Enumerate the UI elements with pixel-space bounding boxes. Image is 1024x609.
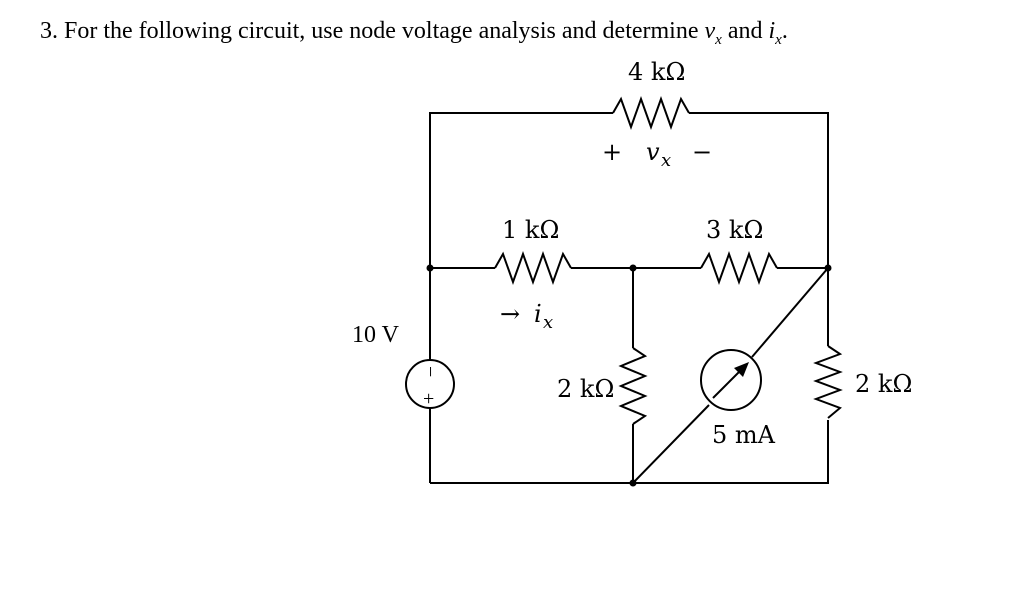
label-3k: 3 kΩ [706, 216, 763, 244]
junction-right [824, 264, 832, 272]
question-var-i: i [768, 18, 776, 44]
label-ix-sub: x [543, 312, 553, 333]
label-1k: 1 kΩ [502, 216, 559, 244]
wire-top-right [689, 112, 829, 268]
label-vs-plus: + [423, 388, 434, 410]
junction-left [426, 264, 434, 272]
resistor-2k-right [813, 345, 843, 419]
label-2k-middle: 2 kΩ [557, 375, 614, 403]
wire-bottom [430, 420, 829, 484]
question-prefix: 3. For the following circuit, use node v… [40, 18, 705, 44]
resistor-1k [494, 251, 572, 285]
problem-statement: 3. For the following circuit, use node v… [40, 18, 788, 49]
wire-diagonal-upper [751, 267, 829, 358]
junction-center-bottom [629, 479, 637, 487]
label-4k: 4 kΩ [628, 58, 685, 86]
current-source-arrow [712, 368, 743, 399]
current-source [700, 349, 762, 411]
wire-diagonal-lower [632, 404, 710, 484]
label-vx-plus: + [602, 138, 622, 166]
question-suffix: . [781, 18, 788, 44]
label-ix-var: i [534, 300, 542, 328]
label-5ma: 5 mA [712, 421, 776, 449]
label-vx-minus: − [692, 138, 712, 166]
label-vx-var: v [646, 138, 660, 166]
question-var-v: v [704, 18, 716, 44]
question-sub-x2: x [775, 31, 782, 48]
label-10v: 10 V [352, 322, 400, 348]
label-vs-minus: − [419, 366, 441, 377]
label-vx-sub: x [661, 150, 671, 171]
question-middle: and [721, 18, 769, 44]
question-sub-x1: x [715, 31, 722, 48]
junction-center-top [629, 264, 637, 272]
label-2k-right: 2 kΩ [855, 370, 912, 398]
current-source-arrowhead [734, 362, 749, 377]
resistor-3k [700, 251, 778, 285]
resistor-4k [612, 96, 690, 130]
label-ix-arrow: → [500, 300, 520, 328]
resistor-2k-middle [618, 347, 648, 425]
wire-top-left [429, 112, 613, 268]
